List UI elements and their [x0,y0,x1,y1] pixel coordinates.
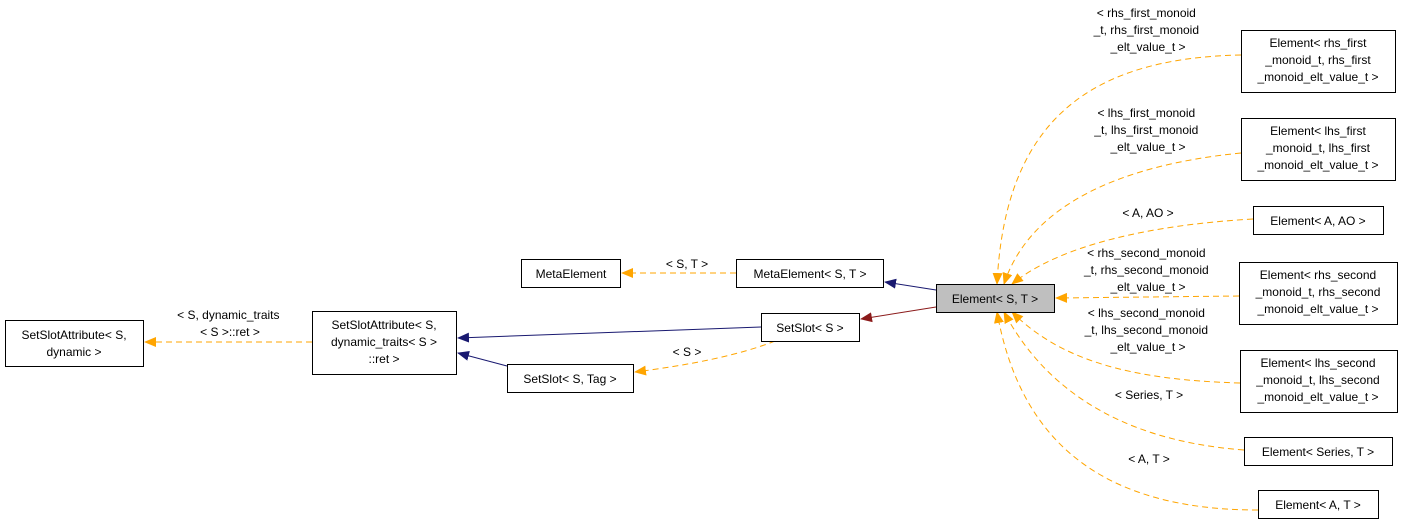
svg-text:SetSlotAttribute< S,dynamic >: SetSlotAttribute< S,dynamic > [21,328,126,359]
node-element-lhs-second[interactable]: Element< lhs_second_monoid_t, lhs_second… [1240,350,1398,413]
svg-text:SetSlot< S >: SetSlot< S > [776,321,843,335]
svg-text:Element< Series, T >: Element< Series, T > [1262,445,1374,459]
svg-text:Element< lhs_second_monoid_t,: Element< lhs_second_monoid_t, lhs_second… [1255,356,1379,404]
node-element-a-t[interactable]: Element< A, T > [1258,490,1379,519]
svg-text:Element< A, T >: Element< A, T > [1275,498,1361,512]
svg-text:SetSlotAttribute< S,dynamic_tr: SetSlotAttribute< S,dynamic_traits< S >:… [331,318,437,366]
edge-label-lhs-first: < lhs_first_monoid _t, lhs_first_monoid … [1093,106,1201,154]
node-setslot-s-tag[interactable]: SetSlot< S, Tag > [507,364,634,393]
node-element-lhs-first[interactable]: Element< lhs_first_monoid_t, lhs_first_m… [1241,118,1396,181]
edge-label-metaelement: < S, T > [666,257,708,271]
node-element-series-t[interactable]: Element< Series, T > [1244,437,1393,466]
node-metaelement-s-t[interactable]: MetaElement< S, T > [736,259,884,288]
svg-text:MetaElement< S, T >: MetaElement< S, T > [754,267,867,281]
node-metaelement[interactable]: MetaElement [521,259,621,288]
edge-label-a-ao: < A, AO > [1122,206,1173,220]
edge-label-a-t: < A, T > [1128,452,1170,466]
svg-text:Element< rhs_second_monoid_t,: Element< rhs_second_monoid_t, rhs_second… [1255,268,1381,316]
edge-label-lhs-second: < lhs_second_monoid _t, lhs_second_monoi… [1084,306,1212,354]
node-setslot-s[interactable]: SetSlot< S > [761,313,860,342]
edge-rhs-second [1055,292,1240,303]
edge-setslottag-to-setslotattr [457,350,508,367]
svg-text:Element< A, AO >: Element< A, AO > [1270,214,1365,228]
edge-setslot-to-setslotattr [457,326,762,343]
svg-text:Element< lhs_first_monoid_t, l: Element< lhs_first_monoid_t, lhs_first_m… [1256,124,1378,172]
edge-label-series-t: < Series, T > [1115,388,1183,402]
node-setslotattribute-traits[interactable]: SetSlotAttribute< S,dynamic_traits< S >:… [312,311,457,375]
edge-series-t [1003,311,1245,451]
node-element-rhs-second[interactable]: Element< rhs_second_monoid_t, rhs_second… [1239,262,1398,325]
edge-setslot-to-setslottag [634,340,776,376]
node-element-a-ao[interactable]: Element< A, AO > [1253,206,1384,235]
edge-a-ao [1011,218,1254,285]
edge-label-rhs-first: < rhs_first_monoid _t, rhs_first_monoid … [1093,6,1203,54]
edge-element-to-setslot [860,306,937,323]
svg-text:SetSlot< S, Tag >: SetSlot< S, Tag > [523,372,616,386]
node-element-rhs-first[interactable]: Element< rhs_first_monoid_t, rhs_first_m… [1241,30,1396,93]
node-setslotattribute-dynamic[interactable]: SetSlotAttribute< S,dynamic > [5,320,144,367]
svg-text:Element< S, T >: Element< S, T > [952,292,1038,306]
edge-label-setslot: < S > [673,345,702,359]
node-element-s-t-current[interactable]: Element< S, T > [936,284,1055,313]
edge-label-rhs-second: < rhs_second_monoid _t, rhs_second_monoi… [1083,246,1212,294]
svg-text:Element< rhs_first_monoid_t, r: Element< rhs_first_monoid_t, rhs_first_m… [1256,36,1378,84]
edge-label-setslotattr: < S, dynamic_traits < S >::ret > [177,308,283,339]
edge-element-to-metaelement [884,278,937,291]
edge-lhs-first [1002,152,1242,285]
edge-a-t [994,311,1259,511]
svg-text:MetaElement: MetaElement [536,267,607,281]
